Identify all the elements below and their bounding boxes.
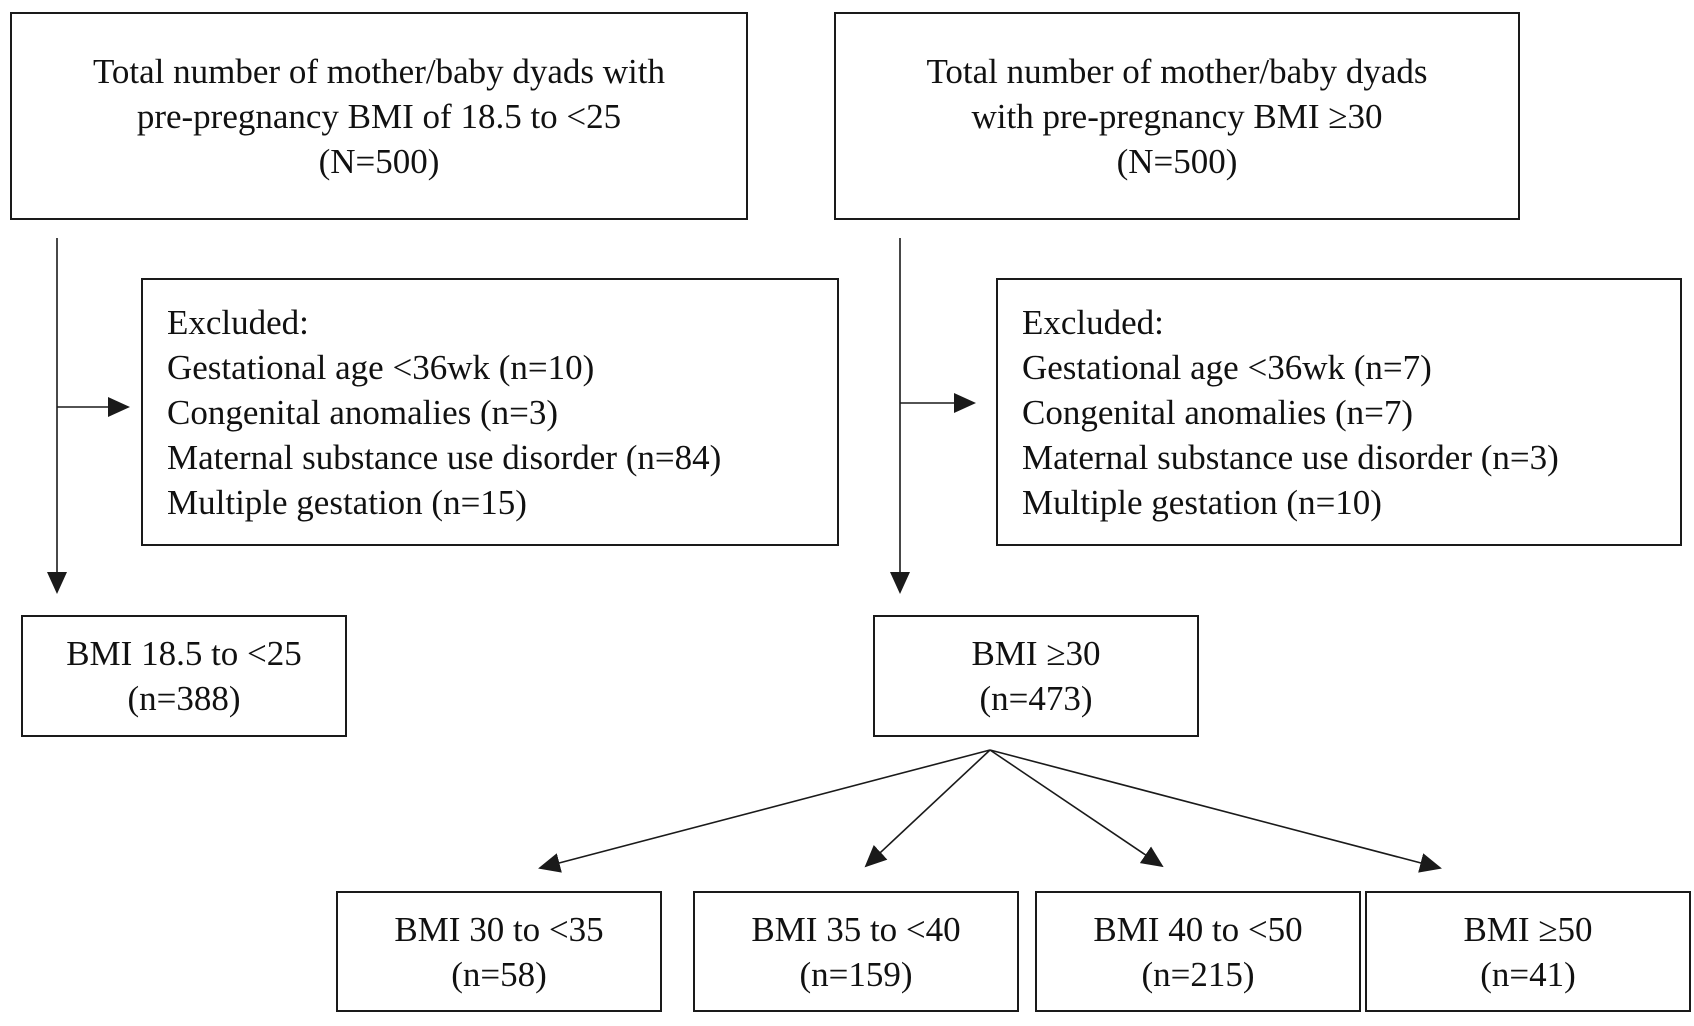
group-normal-count: (n=388) — [127, 679, 241, 718]
total-normal-bmi-box: Total number of mother/baby dyads with p… — [10, 12, 748, 220]
group-normal-label: BMI 18.5 to <25 — [66, 634, 302, 673]
group-normal-bmi-box: BMI 18.5 to <25 (n=388) — [21, 615, 347, 737]
excluded-normal-box: Excluded: Gestational age <36wk (n=10) C… — [141, 278, 839, 546]
total-normal-line-2: pre-pregnancy BMI of 18.5 to <25 — [136, 96, 622, 136]
arrow-to-subgroup-3 — [989, 749, 1164, 868]
arrow-to-subgroup-4 — [989, 749, 1442, 873]
group-obese-label: BMI ≥30 — [971, 634, 1101, 673]
excluded-normal-heading: Excluded: — [167, 302, 309, 342]
excluded-obese-item-1: Gestational age <36wk (n=7) — [1022, 347, 1432, 387]
total-obese-bmi-box: Total number of mother/baby dyads with p… — [834, 12, 1520, 220]
total-normal-line-1: Total number of mother/baby dyads with — [92, 51, 665, 91]
subgroup-2-label: BMI 35 to <40 — [751, 909, 961, 949]
subgroup-3-count: (n=215) — [1141, 954, 1255, 994]
excluded-normal-item-4: Multiple gestation (n=15) — [167, 482, 527, 522]
excluded-normal-item-3: Maternal substance use disorder (n=84) — [167, 437, 722, 477]
total-obese-line-2: with pre-pregnancy BMI ≥30 — [971, 96, 1383, 136]
subgroup-bmi-40-50-box: BMI 40 to <50 (n=215) — [1035, 891, 1361, 1012]
subgroup-1-count: (n=58) — [451, 954, 547, 994]
total-obese-line-3: (N=500) — [1116, 141, 1238, 181]
excluded-obese-heading: Excluded: — [1022, 302, 1164, 342]
total-normal-line-3: (N=500) — [318, 141, 440, 181]
subgroup-bmi-50-plus-box: BMI ≥50 (n=41) — [1365, 891, 1691, 1012]
excluded-normal-item-1: Gestational age <36wk (n=10) — [167, 347, 595, 387]
excluded-obese-item-3: Maternal substance use disorder (n=3) — [1022, 437, 1559, 477]
total-obese-line-1: Total number of mother/baby dyads — [926, 51, 1428, 91]
excluded-normal-item-2: Congenital anomalies (n=3) — [167, 392, 559, 432]
subgroup-bmi-35-40-box: BMI 35 to <40 (n=159) — [693, 891, 1019, 1012]
subgroup-2-count: (n=159) — [799, 954, 913, 994]
arrow-to-subgroup-2 — [864, 749, 991, 868]
excluded-obese-box: Excluded: Gestational age <36wk (n=7) Co… — [996, 278, 1682, 546]
subgroup-4-label: BMI ≥50 — [1463, 909, 1593, 949]
excluded-obese-item-2: Congenital anomalies (n=7) — [1022, 392, 1414, 432]
group-obese-count: (n=473) — [979, 679, 1093, 718]
subgroup-bmi-30-35-box: BMI 30 to <35 (n=58) — [336, 891, 662, 1012]
subgroup-1-label: BMI 30 to <35 — [394, 909, 604, 949]
subgroup-4-count: (n=41) — [1480, 954, 1576, 994]
excluded-obese-item-4: Multiple gestation (n=10) — [1022, 482, 1382, 522]
group-obese-bmi-box: BMI ≥30 (n=473) — [873, 615, 1199, 737]
arrow-to-subgroup-1 — [538, 749, 991, 873]
subgroup-3-label: BMI 40 to <50 — [1093, 909, 1303, 949]
